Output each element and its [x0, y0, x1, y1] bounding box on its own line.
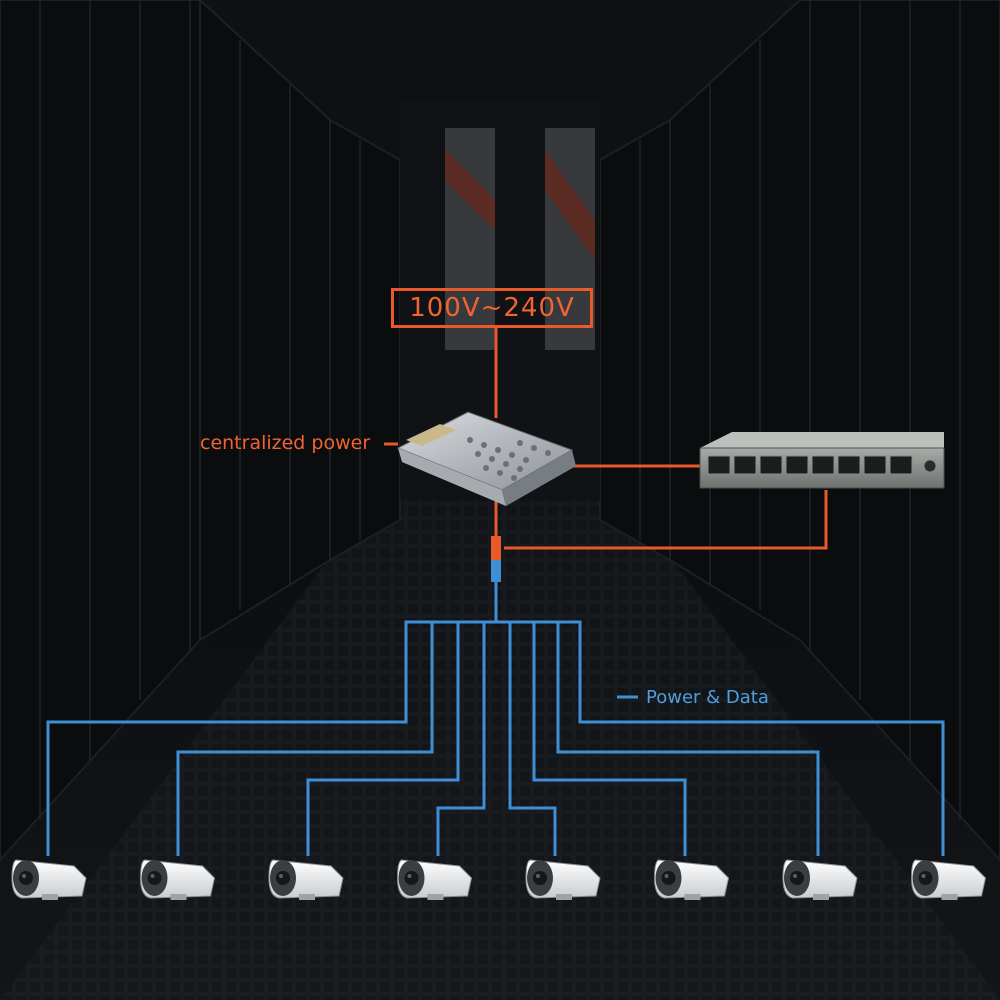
camera-icon — [268, 859, 344, 900]
power-data-label: Power & Data — [646, 687, 769, 708]
camera-row — [11, 859, 987, 900]
camera-icon — [910, 859, 987, 900]
camera-icon — [139, 859, 216, 900]
camera-icon — [525, 859, 601, 900]
camera-icon — [653, 859, 730, 900]
poe-splitter-connector — [491, 536, 501, 582]
voltage-label: 100V~240V — [391, 288, 593, 328]
camera-icon — [396, 859, 473, 900]
data-wiring — [46, 580, 945, 856]
camera-icon — [11, 859, 87, 900]
network-switch-icon — [699, 432, 945, 489]
power-wiring — [384, 328, 828, 550]
power-supply-icon — [396, 411, 576, 506]
centralized-power-label: centralized power — [200, 432, 371, 454]
camera-icon — [782, 859, 858, 900]
